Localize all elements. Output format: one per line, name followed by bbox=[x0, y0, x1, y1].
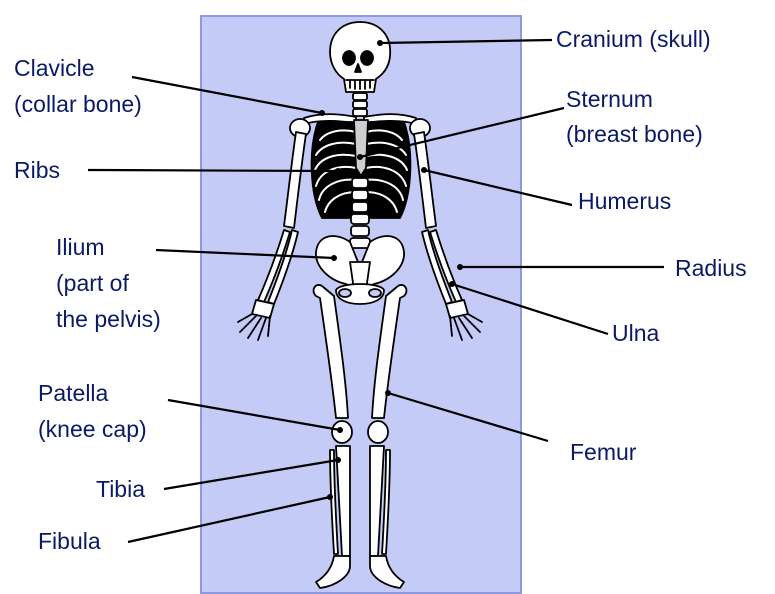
label-ilium-note-1: (part of bbox=[56, 268, 129, 299]
right-hand bbox=[446, 300, 482, 340]
left-foot bbox=[316, 556, 350, 588]
femur-leader bbox=[388, 393, 548, 441]
patella-leader bbox=[168, 400, 340, 430]
label-ilium-note-2: the pelvis) bbox=[56, 304, 161, 335]
label-humerus: Humerus bbox=[578, 186, 671, 217]
label-radius: Radius bbox=[675, 253, 747, 284]
right-humerus bbox=[414, 132, 436, 228]
label-clavicle: Clavicle bbox=[14, 53, 95, 84]
label-femur: Femur bbox=[570, 437, 636, 468]
right-tibia bbox=[370, 446, 384, 556]
label-sternum: Sternum bbox=[566, 84, 653, 115]
left-humerus bbox=[284, 132, 306, 228]
ilium-leader bbox=[156, 250, 334, 258]
right-foot bbox=[370, 556, 404, 588]
label-ribs: Ribs bbox=[14, 155, 60, 186]
cervical-spine bbox=[353, 93, 367, 116]
label-clavicle-note: (collar bone) bbox=[14, 89, 142, 120]
label-ilium: Ilium bbox=[56, 232, 105, 263]
label-patella: Patella bbox=[38, 378, 108, 409]
humerus-leader bbox=[424, 170, 572, 205]
skull bbox=[330, 22, 390, 92]
label-cranium: Cranium (skull) bbox=[556, 24, 711, 55]
clavicle-leader bbox=[132, 77, 322, 113]
label-patella-note: (knee cap) bbox=[38, 414, 147, 445]
tibia-leader bbox=[164, 460, 338, 489]
left-hand bbox=[238, 300, 274, 340]
label-ulna: Ulna bbox=[612, 318, 659, 349]
label-tibia: Tibia bbox=[96, 474, 145, 505]
right-patella bbox=[368, 421, 388, 443]
label-fibula: Fibula bbox=[38, 526, 101, 557]
label-sternum-note: (breast bone) bbox=[566, 119, 703, 150]
ribs-leader bbox=[88, 170, 338, 171]
sternum bbox=[354, 120, 368, 176]
fibula-leader bbox=[128, 497, 330, 542]
left-femur bbox=[314, 285, 348, 418]
cranium-leader bbox=[380, 40, 552, 43]
